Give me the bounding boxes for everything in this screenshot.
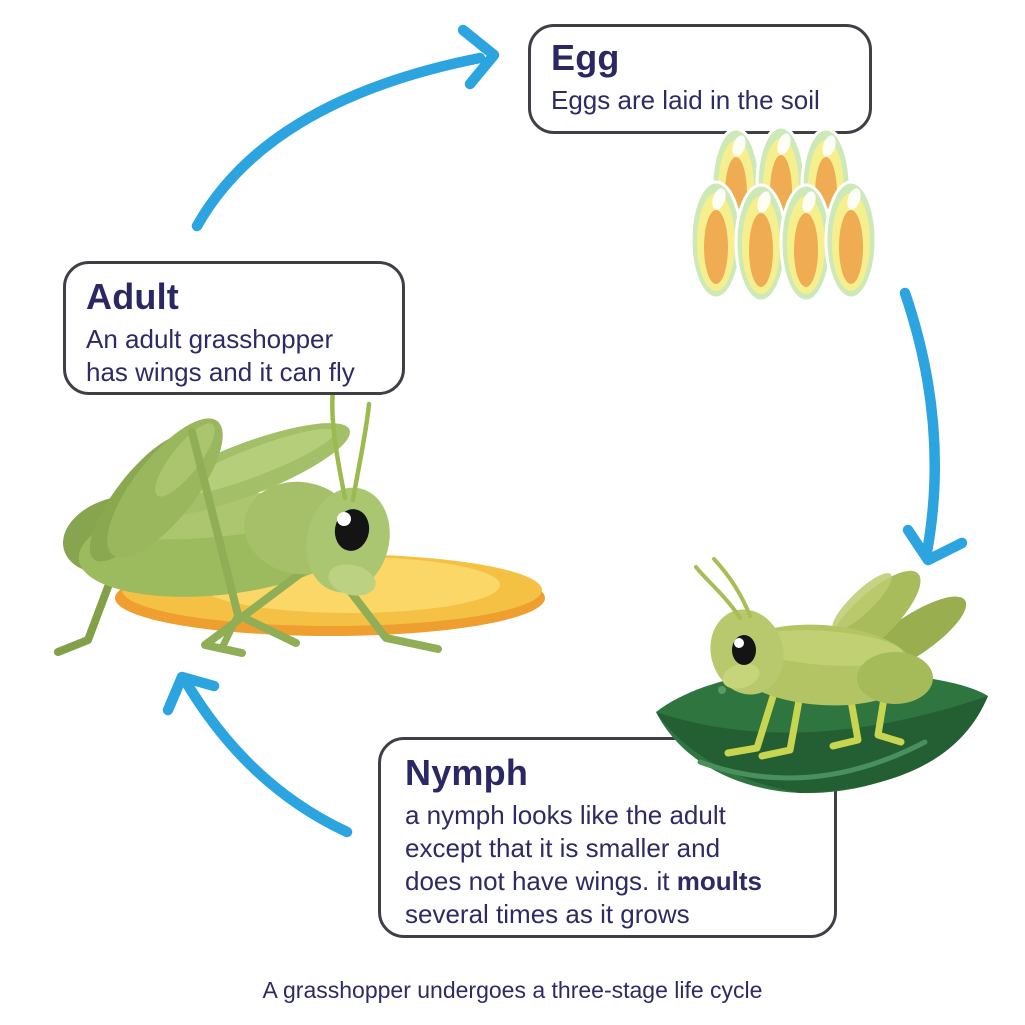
- nymph-stage-card: Nymph a nymph looks like the adult excep…: [378, 737, 837, 938]
- adult-stage-title: Adult: [86, 276, 179, 317]
- adult-grasshopper-icon: [54, 387, 545, 657]
- arrow-nymph-to-adult-icon: [162, 671, 353, 838]
- egg-cluster-icon: [689, 125, 878, 303]
- adult-stage-card: Adult An adult grasshopper has wings and…: [63, 261, 405, 395]
- nymph-eye-icon: [732, 635, 756, 665]
- arrow-adult-to-egg-icon: [191, 24, 500, 232]
- egg-stage-description: Eggs are laid in the soil: [551, 85, 820, 116]
- egg-stage-title: Egg: [551, 37, 620, 78]
- nymph-grasshopper-icon: [694, 557, 967, 760]
- diagram-caption: A grasshopper undergoes a three-stage li…: [262, 977, 763, 1003]
- arrow-egg-to-nymph-icon: [899, 287, 968, 566]
- adult-stage-description: An adult grasshopper has wings and it ca…: [86, 324, 355, 388]
- nymph-stage-title: Nymph: [405, 752, 529, 793]
- egg-stage-card: Egg Eggs are laid in the soil: [528, 24, 872, 134]
- adult-eye-icon: [334, 509, 370, 551]
- nymph-stage-description: a nymph looks like the adult except that…: [405, 800, 762, 930]
